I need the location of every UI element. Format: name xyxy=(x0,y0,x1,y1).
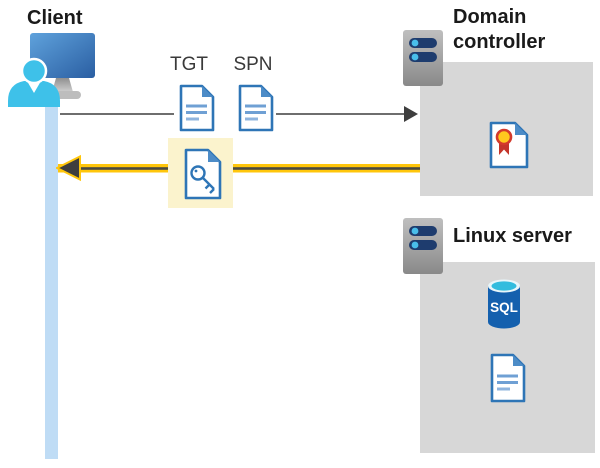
linux-server-label: Linux server xyxy=(453,225,572,247)
spn-label: SPN xyxy=(233,54,273,75)
tgt-label: TGT xyxy=(170,54,208,75)
request-arrowhead-icon xyxy=(404,106,418,122)
spn-document-icon xyxy=(236,83,276,133)
sql-database-icon: SQL xyxy=(486,278,522,331)
request-arrow-line xyxy=(276,113,405,115)
domain-controller-label: Domain controller xyxy=(453,6,546,53)
keytab-document-icon xyxy=(488,352,528,404)
server-icon xyxy=(402,217,444,275)
user-at-monitor-icon xyxy=(6,28,112,108)
tgt-document-icon xyxy=(177,83,217,133)
response-arrow xyxy=(56,152,420,184)
key-document-icon xyxy=(182,147,224,201)
request-arrow-line xyxy=(60,113,174,115)
client-connection-bar xyxy=(45,98,58,459)
server-icon xyxy=(402,29,444,87)
client-label: Client xyxy=(27,7,83,29)
sql-badge-text: SQL xyxy=(490,300,518,315)
certificate-icon xyxy=(487,120,531,170)
